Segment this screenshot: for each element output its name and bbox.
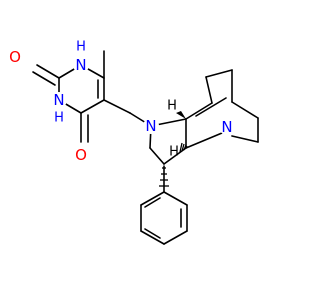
atom-n3-hydrogen: H xyxy=(54,111,64,126)
bond-bridge-ch2a xyxy=(205,76,213,104)
wedge-bond-c7a-h xyxy=(176,111,186,119)
bond-ch2d-n-bridge xyxy=(231,135,259,143)
bond-ch2a-ch2b xyxy=(205,69,233,78)
atom-o4: O xyxy=(75,146,87,164)
hash-bond-c3a-h xyxy=(179,142,188,153)
atom-h-stereo-1: H xyxy=(167,99,177,114)
bond-ph-double-3 xyxy=(144,197,161,208)
stereo-layer xyxy=(159,111,188,187)
bond-layer xyxy=(32,50,259,245)
bond-c2-o2 xyxy=(36,64,60,79)
molecule-diagram: N H N H O O N N H H xyxy=(6,39,259,245)
bond-n-bridge-c3a xyxy=(185,132,223,149)
atom-h-stereo-2: H xyxy=(169,145,179,160)
atom-label-layer: N H N H O O N N H H xyxy=(6,40,235,164)
atom-n1: N xyxy=(75,56,86,74)
atom-n1-hydrogen: H xyxy=(76,40,86,55)
bond-bridgehead-c7a-cross xyxy=(195,97,227,117)
bond-ph-6 xyxy=(140,191,165,206)
bond-ph-3 xyxy=(163,230,188,245)
bond-c5-c4 xyxy=(80,99,105,114)
bond-bridgehead-ch2c xyxy=(231,101,259,119)
bond-c2-o2-double xyxy=(32,71,56,86)
hash-bond-c3-phenyl xyxy=(159,167,169,187)
bond-ch2-c3 xyxy=(149,147,165,165)
bond-ph-4 xyxy=(140,230,165,245)
bond-ph-1 xyxy=(163,191,188,206)
atom-n-bridgehead: N xyxy=(221,118,232,136)
atom-o2: O xyxy=(9,48,21,66)
bond-c7a-bridge xyxy=(185,102,213,120)
bond-c5-ch2 xyxy=(103,99,131,114)
atom-n3: N xyxy=(53,91,64,109)
bond-ph-double-2 xyxy=(144,228,161,239)
atom-n-pyrrolidine: N xyxy=(145,117,156,135)
